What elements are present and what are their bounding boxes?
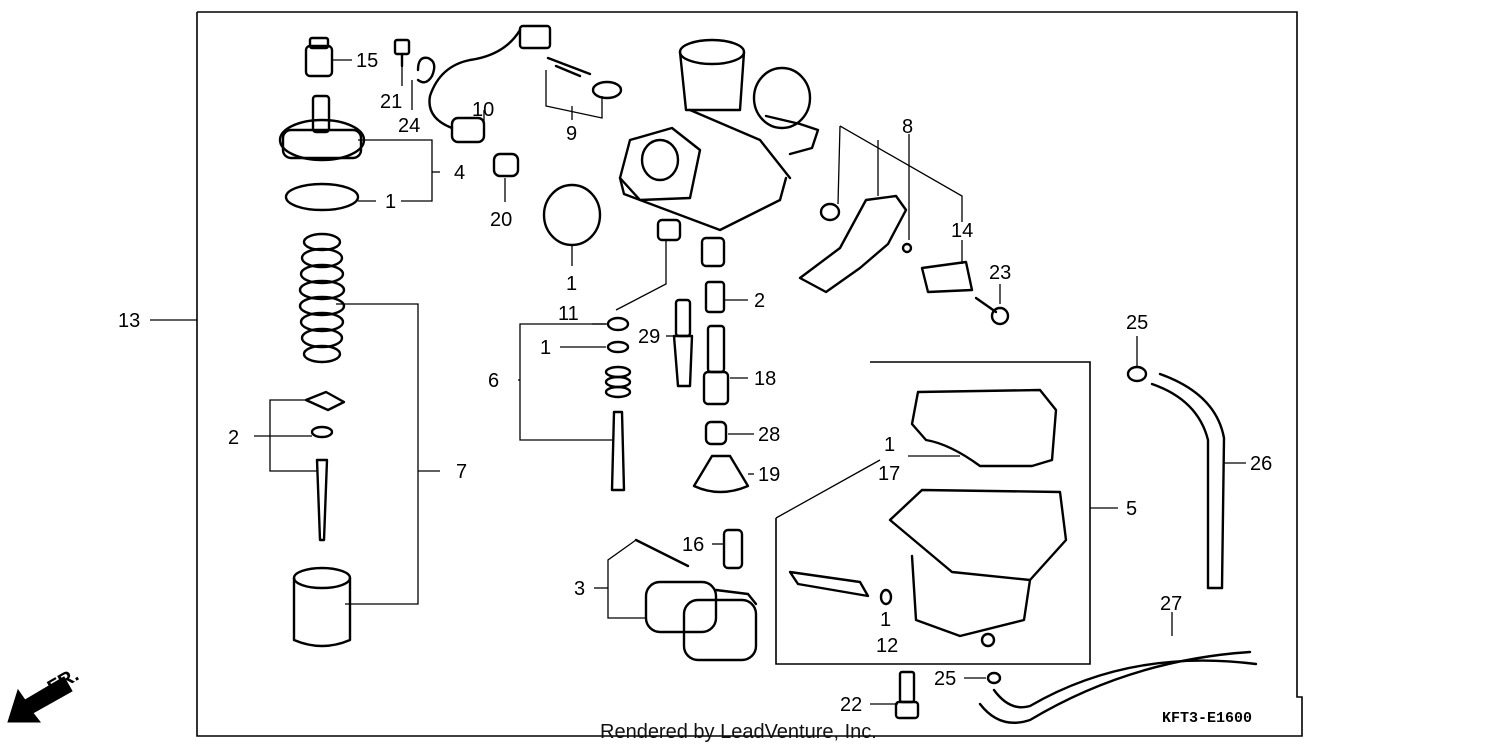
part-12-screw <box>788 570 870 598</box>
callout-14: 14 <box>951 220 973 242</box>
part-14-bracket <box>920 260 974 294</box>
callout-1: 1 <box>884 434 895 456</box>
part-6-spring-screw <box>604 365 632 492</box>
part-7-spring <box>298 232 346 364</box>
part-27-tube <box>978 650 1258 724</box>
callout-2: 2 <box>754 290 765 312</box>
part-4-top <box>278 94 366 162</box>
callout-20: 20 <box>490 209 512 231</box>
part-14-washer <box>819 202 841 222</box>
callout-28: 28 <box>758 424 780 446</box>
callout-labels: 13 15 21 24 4 1 2 7 10 20 9 1 11 1 6 29 … <box>118 50 1272 716</box>
part-7-piston <box>292 566 352 648</box>
part-26-tube <box>1150 372 1226 590</box>
callout-15: 15 <box>356 50 378 72</box>
callout-3: 3 <box>574 578 585 600</box>
callout-5: 5 <box>1126 498 1137 520</box>
part-8-ball <box>901 242 913 254</box>
part-29-jet <box>672 298 694 388</box>
part-2-clip <box>304 390 346 439</box>
part-15-cap <box>304 36 334 78</box>
callout-11: 11 <box>558 303 579 325</box>
callout-6: 6 <box>488 370 499 392</box>
diagram-code: KFT3-E1600 <box>1162 710 1252 727</box>
callout-4: 4 <box>454 162 465 184</box>
callout-7: 7 <box>456 461 467 483</box>
callout-1: 1 <box>540 337 551 359</box>
part-9-screw-spring <box>546 56 623 100</box>
callout-1: 1 <box>385 191 396 213</box>
part-25-clamp-bottom <box>986 671 1002 685</box>
part-21-screw <box>393 38 411 68</box>
part-3-float <box>644 580 758 662</box>
callout-18: 18 <box>754 368 776 390</box>
callout-24: 24 <box>398 115 420 137</box>
credit-text: Rendered by LeadVenture, Inc. <box>600 721 877 743</box>
callout-1: 1 <box>566 273 577 295</box>
part-1-oring-body <box>542 183 602 247</box>
callout-22: 22 <box>840 694 862 716</box>
callout-23: 23 <box>989 262 1011 284</box>
diagram-frame <box>196 11 1303 737</box>
callout-19: 19 <box>758 464 780 486</box>
part-5-bowl-box <box>775 361 1091 665</box>
part-11-washer <box>606 316 630 332</box>
callout-10: 10 <box>472 99 494 121</box>
part-18-needle-jet <box>702 324 730 406</box>
part-20-collar <box>492 152 520 178</box>
part-3-pin <box>634 538 690 568</box>
callout-13: 13 <box>118 310 140 332</box>
part-23-screw <box>974 296 1010 326</box>
callout-8: 8 <box>902 116 913 138</box>
callout-27: 27 <box>1160 593 1182 615</box>
callout-2: 2 <box>228 427 239 449</box>
part-10-sensor <box>428 24 552 144</box>
part-24-clamp <box>416 56 436 84</box>
front-arrow-icon <box>7 676 73 723</box>
carburetor-body <box>618 38 820 268</box>
callout-25: 25 <box>934 668 956 690</box>
part-5-float-bowl <box>888 488 1068 648</box>
callout-26: 26 <box>1250 453 1272 475</box>
callout-1: 1 <box>880 609 891 631</box>
part-2-jet <box>704 280 726 314</box>
part-28-jet <box>704 420 728 446</box>
part-1-oring-bowl <box>879 588 893 606</box>
callout-29: 29 <box>638 326 660 348</box>
part-19-holder <box>692 454 750 494</box>
part-17-gasket <box>910 388 1058 468</box>
part-1-oring-jet <box>606 340 630 354</box>
part-7-needle <box>315 458 329 542</box>
part-14-lever <box>798 194 908 294</box>
callout-25: 25 <box>1126 312 1148 334</box>
leader-lines <box>150 59 1246 705</box>
callout-17: 17 <box>878 463 900 485</box>
part-16-valve <box>722 528 744 570</box>
part-25-clamp-top <box>1126 365 1148 383</box>
callout-9: 9 <box>566 123 577 145</box>
part-1-oring-top <box>284 182 360 212</box>
part-22-screw <box>894 670 920 720</box>
callout-21: 21 <box>380 91 402 113</box>
callout-12: 12 <box>876 635 898 657</box>
callout-16: 16 <box>682 534 704 556</box>
